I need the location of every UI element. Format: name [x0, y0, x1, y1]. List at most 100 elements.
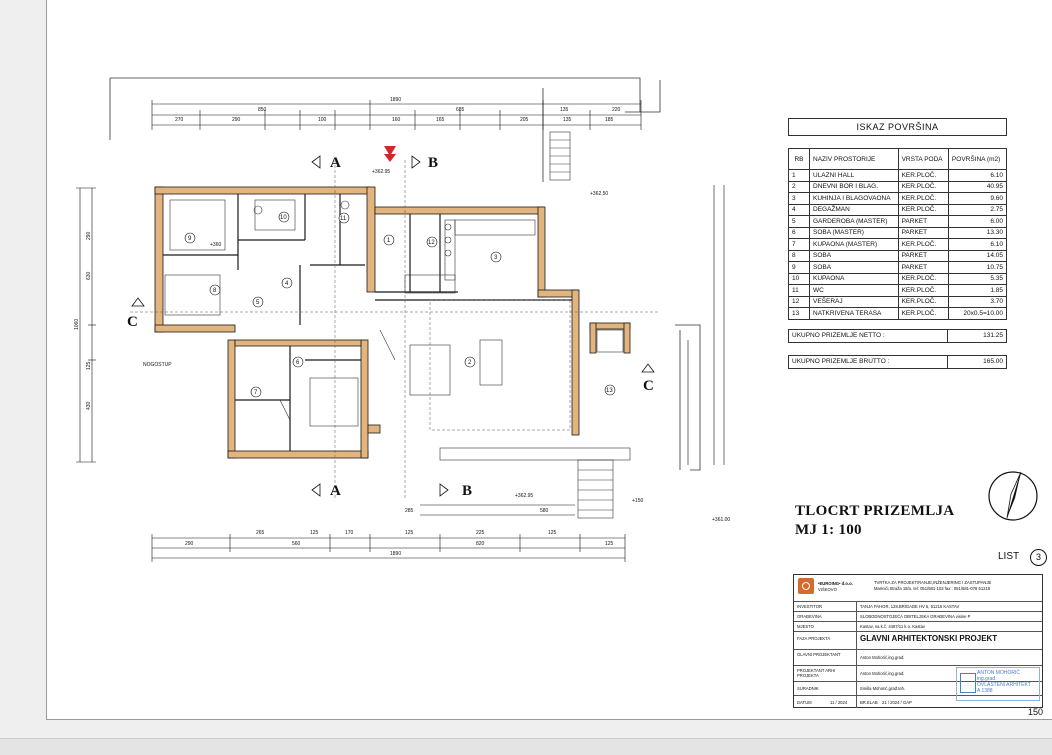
label-nogostup: NOGOSTUP — [143, 362, 172, 368]
level-room9: +360 — [210, 242, 221, 248]
netto-row: UKUPNO PRIZEMLJE NETTO : 131.25 — [788, 328, 1007, 343]
entry-arrow-icon — [384, 146, 396, 162]
dim-bot-285: 285 — [405, 508, 414, 514]
dim-top-220: 220 — [612, 107, 621, 113]
interior-walls — [163, 194, 572, 451]
dim-top-135b: 135 — [563, 117, 572, 123]
dim-top-160: 160 — [392, 117, 401, 123]
dim-bot-125: 125 — [310, 530, 319, 536]
dim-bot-580: 580 — [540, 508, 549, 514]
dim-bot-125c: 125 — [548, 530, 557, 536]
list-number: 3 — [1030, 549, 1047, 566]
north-arrow-icon — [988, 471, 1038, 521]
plan-scale: MJ 1: 100 — [795, 522, 862, 538]
svg-text:6: 6 — [296, 360, 300, 366]
room-2: 2 — [464, 356, 476, 368]
dim-top-270: 270 — [175, 117, 184, 123]
firm-line2: Marinići,Straža 18/a. tel: 051/681-103 f… — [874, 585, 991, 591]
room-4: 4 — [281, 277, 293, 289]
dim-top-100: 100 — [318, 117, 327, 123]
svg-text:12: 12 — [428, 240, 435, 246]
room-9: 9 — [184, 232, 196, 244]
dim-top-850: 850 — [258, 107, 267, 113]
room-8: 8 — [209, 284, 221, 296]
hidden-lines — [130, 160, 660, 500]
svg-text:11: 11 — [340, 216, 347, 222]
dimension-lines-right — [687, 185, 725, 465]
brutto-row: UKUPNO PRIZEMLJE BRUTTO : 165.00 — [788, 354, 1007, 369]
svg-text:1: 1 — [387, 238, 391, 244]
netto-label: UKUPNO PRIZEMLJE NETTO : — [789, 329, 948, 342]
level-right: +362.50 — [590, 191, 608, 197]
area-table-grid: RB NAZIV PROSTORIJE VRSTA PODA POVRŠINA … — [788, 148, 1008, 320]
svg-text:10: 10 — [280, 215, 287, 221]
stairs — [549, 131, 614, 519]
stamp-line3: OVLAŠTENI ARHITEKT — [977, 682, 1031, 688]
misc-labels: NOGOSTUP +362.95 +362.50 +360 +362.95 +3… — [143, 169, 730, 523]
dim-top-135: 135 — [560, 107, 569, 113]
section-b-bottom: B — [462, 483, 472, 499]
dim-top-total: 1890 — [390, 97, 401, 103]
dim-bot-125b: 125 — [405, 530, 414, 536]
firm-line1: TVRTKA ZA PROJEKTIRANJE,INŽENJERING I ZA… — [874, 580, 992, 585]
brutto-label: UKUPNO PRIZEMLJE BRUTTO : — [789, 355, 948, 368]
room-12: 12 — [426, 236, 438, 248]
header-povrsina: POVRŠINA (m2) — [947, 148, 1008, 170]
area-table: ISKAZ POVRŠINA RB NAZIV PROSTORIJE VRSTA… — [788, 118, 1008, 369]
architect-stamp: ANTON MOHORIĆ ing.građ. OVLAŠTENI ARHITE… — [956, 667, 1040, 701]
level-bottom-right: +361.00 — [712, 517, 730, 523]
stamp-emblem-icon — [960, 673, 976, 693]
section-a-top: A — [330, 155, 341, 171]
plan-title: TLOCRT PRIZEMLJA MJ 1: 100 — [795, 502, 954, 540]
dim-top-290: 290 — [232, 117, 241, 123]
viewer-bottom-strip — [0, 738, 1052, 755]
svg-text:2: 2 — [468, 360, 472, 366]
dim-top-185: 185 — [605, 117, 614, 123]
svg-text:8: 8 — [213, 288, 217, 294]
dimension-text-top: 1890 850 685 135 220 270 290 100 160 165… — [175, 97, 621, 123]
room-11: 11 — [338, 212, 350, 224]
room-10: 10 — [278, 211, 290, 223]
company-name: •EUROING• d.o.o. — [818, 581, 853, 586]
company-city: VIŠKOVO — [818, 587, 837, 592]
table-header-row: RB NAZIV PROSTORIJE VRSTA PODA POVRŠINA … — [788, 148, 1008, 170]
svg-text:7: 7 — [254, 390, 258, 396]
dimension-text-bottom: 265 125 170 125 225 125 285 580 290 560 … — [185, 508, 614, 557]
netto-value: 131.25 — [983, 331, 1003, 339]
area-table-title: ISKAZ POVRŠINA — [788, 118, 1007, 136]
dim-bot-560: 560 — [292, 541, 301, 547]
section-markers: A A B B C C — [127, 155, 655, 499]
plan-title-line1: TLOCRT PRIZEMLJA — [795, 503, 955, 519]
list-label: LIST — [998, 551, 1020, 562]
dim-bot-290: 290 — [185, 541, 194, 547]
elab-label: BR.ELAB — [860, 700, 878, 705]
dim-left-125: 125 — [86, 361, 92, 370]
exterior-walls — [154, 186, 631, 459]
dimension-lines-top — [151, 100, 642, 130]
dim-bot-225: 225 — [476, 530, 485, 536]
dim-bot-125d: 125 — [605, 541, 614, 547]
room-7: 7 — [250, 386, 262, 398]
drawing-sheet — [46, 0, 1052, 720]
page-number: 150 — [1028, 707, 1044, 717]
section-b-top: B — [428, 155, 438, 171]
title-block: •EUROING• d.o.o. VIŠKOVO TVRTKA ZA PROJE… — [793, 574, 1043, 708]
svg-text:5: 5 — [256, 300, 260, 306]
dim-top-165: 165 — [436, 117, 445, 123]
dim-left-630: 630 — [86, 271, 92, 280]
dim-left-430: 430 — [86, 401, 92, 410]
room-numbers: 1 2 3 4 5 6 7 8 9 10 11 12 13 — [184, 211, 616, 398]
